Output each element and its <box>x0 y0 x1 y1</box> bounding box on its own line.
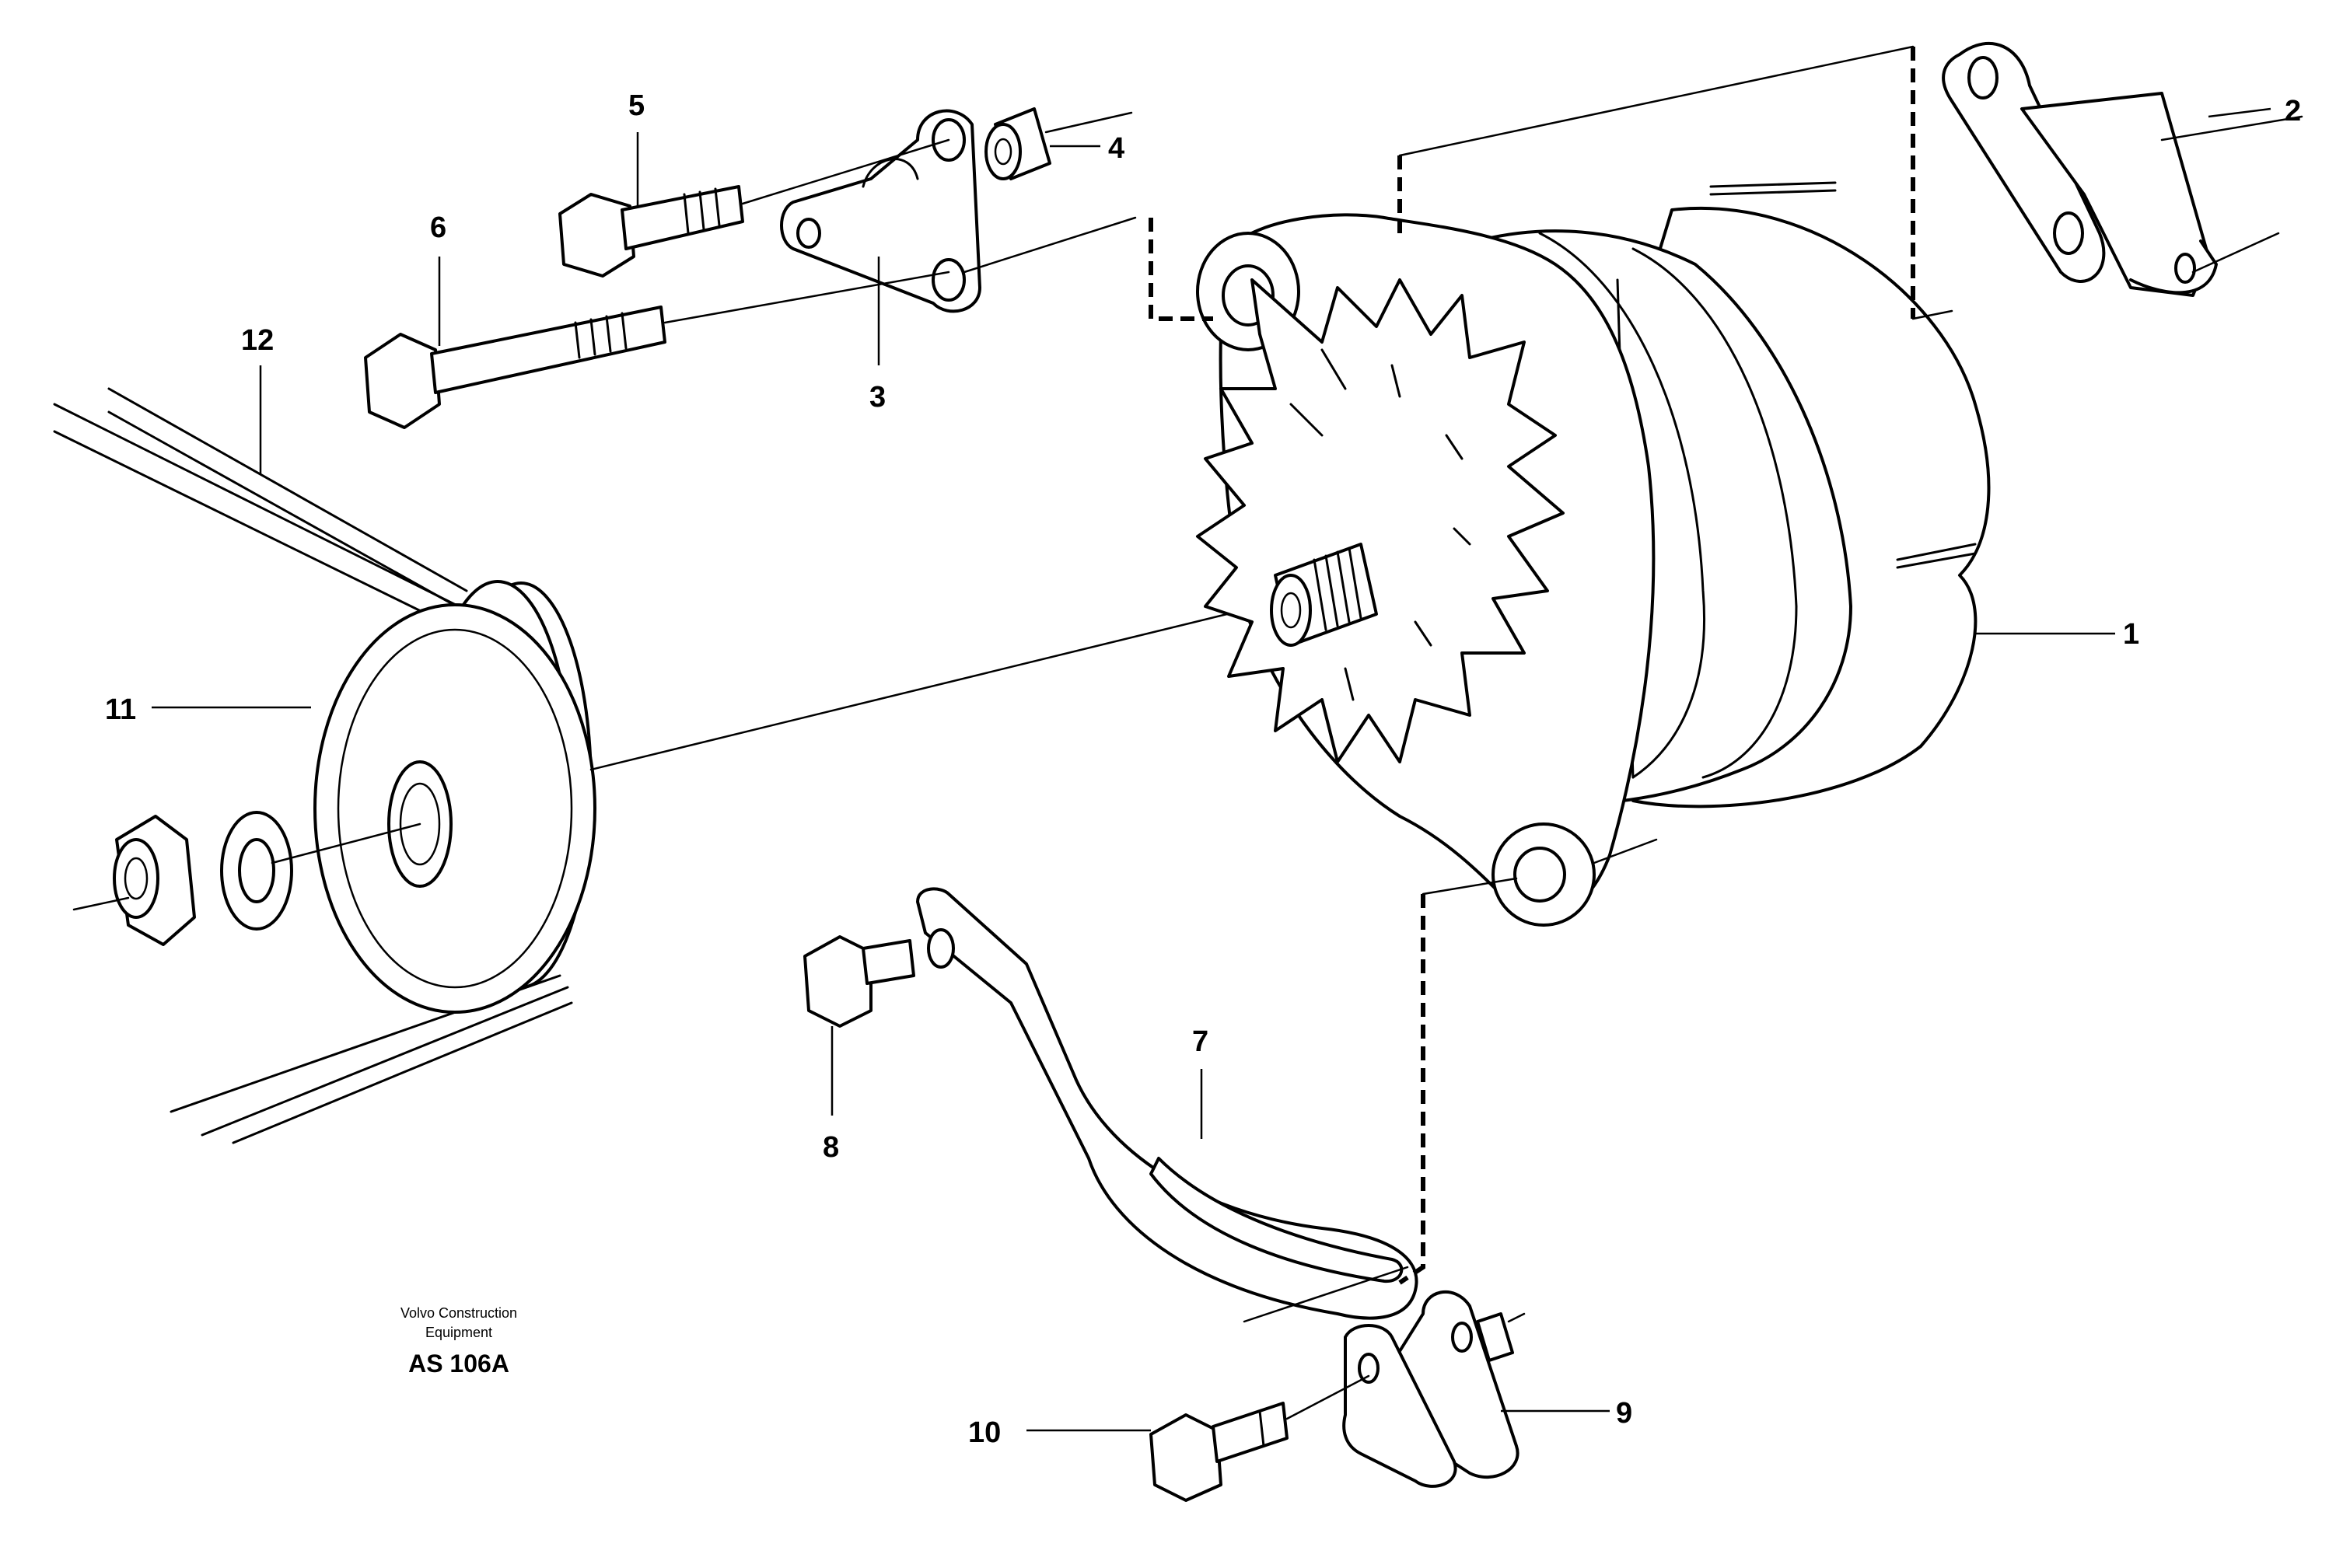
v-belt <box>53 387 573 1144</box>
washer <box>220 811 293 931</box>
bolt-8 <box>803 935 915 1028</box>
callout-4: 4 <box>1108 132 1124 165</box>
spacer <box>984 107 1133 180</box>
callout-10: 10 <box>968 1416 1001 1449</box>
callout-5: 5 <box>628 89 645 122</box>
bolt-6 <box>364 271 950 429</box>
adjustment-arm <box>916 887 1418 1320</box>
callout-2: 2 <box>2285 95 2301 127</box>
callout-7: 7 <box>1192 1025 1208 1058</box>
dashed-connector-bottom <box>1398 894 1425 1285</box>
credit-line-1: Volvo Construction <box>400 1305 517 1321</box>
alternator <box>1196 181 1991 927</box>
nut <box>113 815 196 946</box>
bolt-10 <box>1149 1374 1370 1502</box>
bolt-5 <box>558 138 950 278</box>
mounting-bracket-3 <box>780 109 981 313</box>
leader-2 <box>2208 107 2271 118</box>
figure-code: AS 106A <box>408 1350 509 1378</box>
mounting-bracket-2 <box>1942 41 2303 297</box>
callout-6: 6 <box>430 211 446 244</box>
dashed-connector-upper-left <box>1149 218 1213 321</box>
callout-8: 8 <box>823 1131 839 1164</box>
clevis-bracket <box>1342 1290 1526 1488</box>
callout-1: 1 <box>2123 618 2139 651</box>
pulley <box>313 580 596 1014</box>
callout-12: 12 <box>241 324 274 357</box>
callout-9: 9 <box>1616 1397 1632 1430</box>
credit-line-2: Equipment <box>425 1325 492 1340</box>
callout-11: 11 <box>105 693 136 726</box>
callout-3: 3 <box>869 381 886 414</box>
